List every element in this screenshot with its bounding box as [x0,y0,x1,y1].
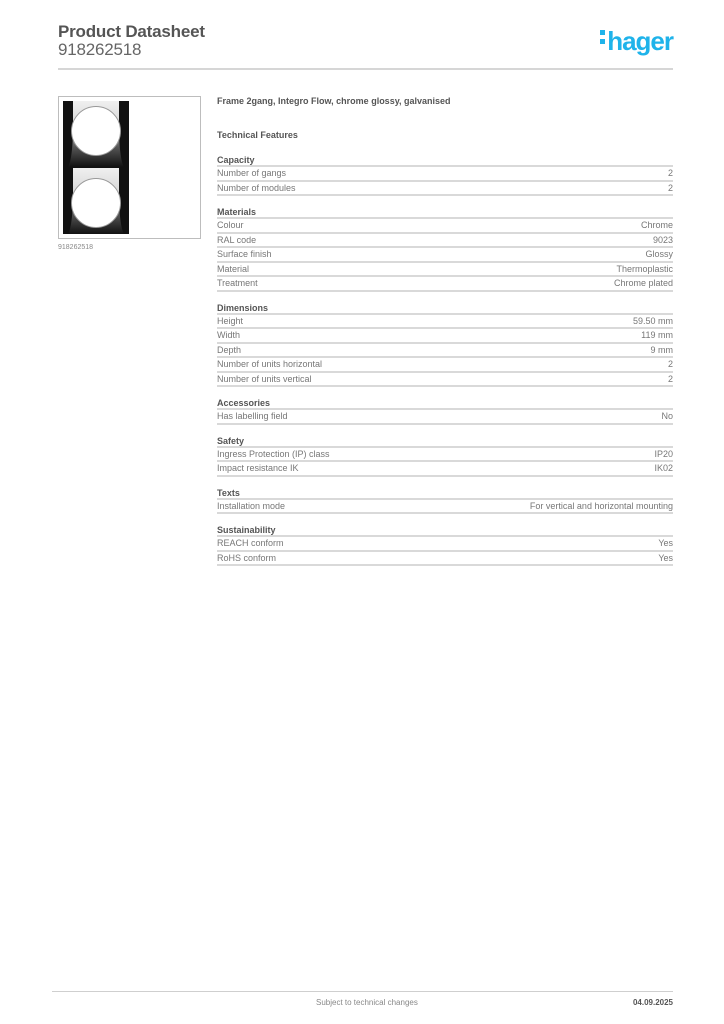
technical-features-heading: Technical Features [217,130,298,140]
row-label: Number of units vertical [217,373,312,384]
logo-text: hager [607,26,674,56]
row-value: 119 mm [641,330,673,340]
table-row: Impact resistance IK IK02 [217,462,673,477]
row-label: Treatment [217,278,258,288]
row-value: For vertical and horizontal mounting [529,500,673,511]
row-value: Thermoplastic [616,263,673,274]
row-label: Number of units horizontal [217,359,323,369]
section-title: Texts [217,487,673,500]
logo-colon-icon [600,30,606,48]
row-value: Chrome plated [613,278,673,288]
table-row: REACH conform Yes [217,537,673,552]
page-title: Product Datasheet [58,22,205,41]
table-row: Number of gangs 2 [217,167,673,182]
section-accessories: Accessories Has labelling field No [217,397,673,425]
row-value: Yes [658,538,673,548]
row-label: RAL code [217,234,257,245]
table-row: Number of modules 2 [217,182,673,196]
section-title: Materials [217,206,673,219]
footer-divider [52,991,673,992]
page-header: Product Datasheet 918262518 hager [58,22,674,70]
row-value: IK02 [654,463,673,473]
section-capacity: Capacity Number of gangs 2 Number of modu… [217,154,673,196]
table-row: Depth 9 mm [217,344,674,358]
section-title: Capacity [217,154,673,167]
section-texts: Texts Installation mode For vertical and … [217,487,673,514]
table-row: Height 59.50 mm [217,315,673,329]
table-row: Material Thermoplastic [217,263,673,277]
row-value: 9 mm [650,344,674,355]
table-row: RoHS conform Yes [217,552,673,566]
table-row: Number of units vertical 2 [217,373,673,387]
row-label: Number of gangs [217,168,287,178]
row-label: Impact resistance IK [217,463,299,473]
row-label: Width [217,330,241,340]
table-row: Colour Chrome [217,219,673,234]
row-value: Glossy [645,249,673,259]
row-label: Installation mode [217,500,286,511]
row-value: 2 [667,168,673,178]
table-row: Surface finish Glossy [217,248,673,263]
table-row: Number of units horizontal 2 [217,358,673,373]
section-materials: Materials Colour Chrome RAL code 9023 Surf… [217,206,673,292]
product-number: 918262518 [58,40,142,59]
table-row: Ingress Protection (IP) class IP20 [217,448,673,462]
row-value: 9023 [652,234,673,245]
row-label: Depth [217,344,242,355]
footer-note: Subject to technical changes [316,998,418,1007]
row-label: Colour [217,220,244,230]
section-title: Dimensions [217,302,673,315]
frame-gang-bottom [63,168,129,234]
image-caption: 918262518 [58,244,94,251]
row-value: Yes [658,552,673,563]
row-label: Has labelling field [217,411,288,421]
row-label: Material [217,263,250,274]
table-row: RAL code 9023 [217,234,673,248]
table-row: Width 119 mm [217,329,673,344]
double-frame-icon [63,101,129,234]
datasheet-content: Frame 2gang, Integro Flow, chrome glossy… [217,95,673,576]
product-image [58,96,201,239]
frame-gang-top [63,101,129,167]
hager-logo: hager [600,26,674,56]
section-title: Sustainability [217,524,673,537]
row-value: 59.50 mm [632,315,673,326]
row-label: Number of modules [217,182,296,193]
table-row: Installation mode For vertical and horizo… [217,500,673,514]
product-description: Frame 2gang, Integro Flow, chrome glossy… [217,96,451,106]
row-value: No [661,411,673,421]
section-dimensions: Dimensions Height 59.50 mm Width 119 mm De… [217,302,674,387]
row-value: 2 [667,373,673,384]
footer-date: 04.09.2025 [632,998,673,1007]
table-row: Treatment Chrome plated [217,277,673,292]
row-label: Height [217,315,244,326]
header-divider [58,68,673,70]
row-value: 2 [667,359,673,369]
table-row: Has labelling field No [217,410,673,425]
row-label: RoHS conform [217,552,277,563]
row-value: Chrome [640,220,673,230]
row-label: Surface finish [217,249,272,259]
row-label: Ingress Protection (IP) class [217,448,330,459]
row-value: IP20 [654,448,673,459]
section-title: Accessories [217,397,673,410]
row-label: REACH conform [217,538,284,548]
section-safety: Safety Ingress Protection (IP) class IP20… [217,435,673,477]
row-value: 2 [667,182,673,193]
section-title: Safety [217,435,673,448]
